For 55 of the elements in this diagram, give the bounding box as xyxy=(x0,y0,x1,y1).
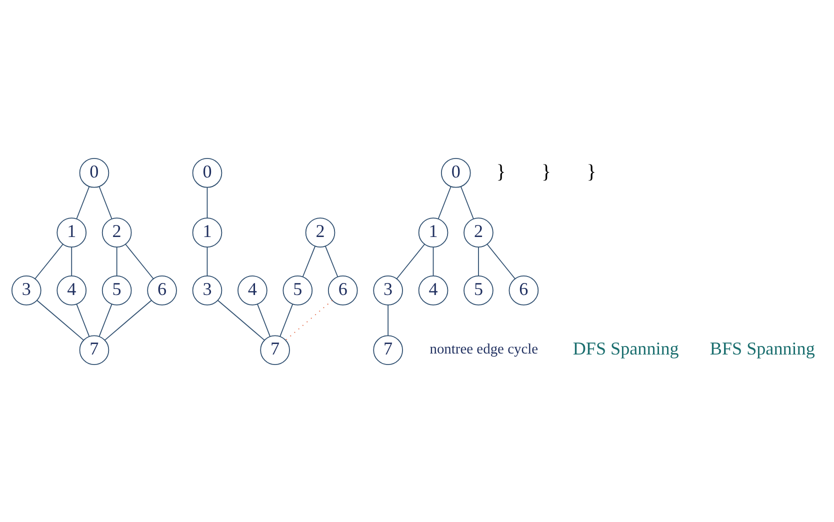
label: nontree edge cycle xyxy=(430,341,538,358)
connector xyxy=(34,243,64,279)
connector xyxy=(71,246,72,276)
node-circle: 1 xyxy=(192,217,222,247)
connector xyxy=(478,246,479,276)
node-circle: 0 xyxy=(440,157,471,188)
node-circle: 5 xyxy=(464,275,494,305)
connector xyxy=(76,186,90,219)
connector xyxy=(324,245,338,277)
connector xyxy=(104,299,152,340)
connector xyxy=(280,303,294,336)
connector xyxy=(285,299,333,340)
connector xyxy=(438,186,452,219)
node-circle: 4 xyxy=(238,275,268,305)
connector xyxy=(486,243,516,279)
node-circle: 7 xyxy=(373,334,403,365)
connector xyxy=(257,303,270,336)
node-circle: 6 xyxy=(147,275,177,305)
node-circle: 6 xyxy=(508,275,539,305)
node-circle: 5 xyxy=(102,275,132,305)
connector xyxy=(217,299,265,340)
node-circle: 1 xyxy=(56,217,87,247)
node-circle: 0 xyxy=(79,157,110,188)
node-circle: 1 xyxy=(418,217,448,247)
connector xyxy=(98,303,112,336)
label: BFS Spanning xyxy=(710,338,815,358)
node-circle: 4 xyxy=(418,275,448,305)
node-circle: 5 xyxy=(282,275,313,305)
node-circle: 2 xyxy=(464,217,494,247)
node-circle: 0 xyxy=(192,157,222,188)
node-circle: 3 xyxy=(373,275,403,305)
node-circle: 4 xyxy=(56,275,87,305)
connector xyxy=(302,245,316,277)
connector xyxy=(116,246,118,276)
node-circle: 7 xyxy=(260,334,290,365)
connector xyxy=(36,299,84,340)
connector xyxy=(98,186,112,219)
connector xyxy=(432,246,434,276)
connector xyxy=(76,303,90,336)
node-circle: 2 xyxy=(305,217,336,247)
connector xyxy=(460,186,474,219)
node-circle: 3 xyxy=(192,275,222,305)
node-circle: 7 xyxy=(79,334,110,365)
connector xyxy=(388,304,389,336)
node-circle: 3 xyxy=(11,275,42,305)
label: } xyxy=(496,160,506,182)
label: } xyxy=(542,160,552,182)
node-circle: 6 xyxy=(328,275,358,305)
connector xyxy=(396,243,426,279)
label: DFS Spanning xyxy=(572,338,679,358)
connector xyxy=(206,246,208,276)
connector xyxy=(125,243,154,279)
connector xyxy=(206,186,208,218)
node-circle: 2 xyxy=(102,217,132,247)
label: } xyxy=(586,160,596,182)
